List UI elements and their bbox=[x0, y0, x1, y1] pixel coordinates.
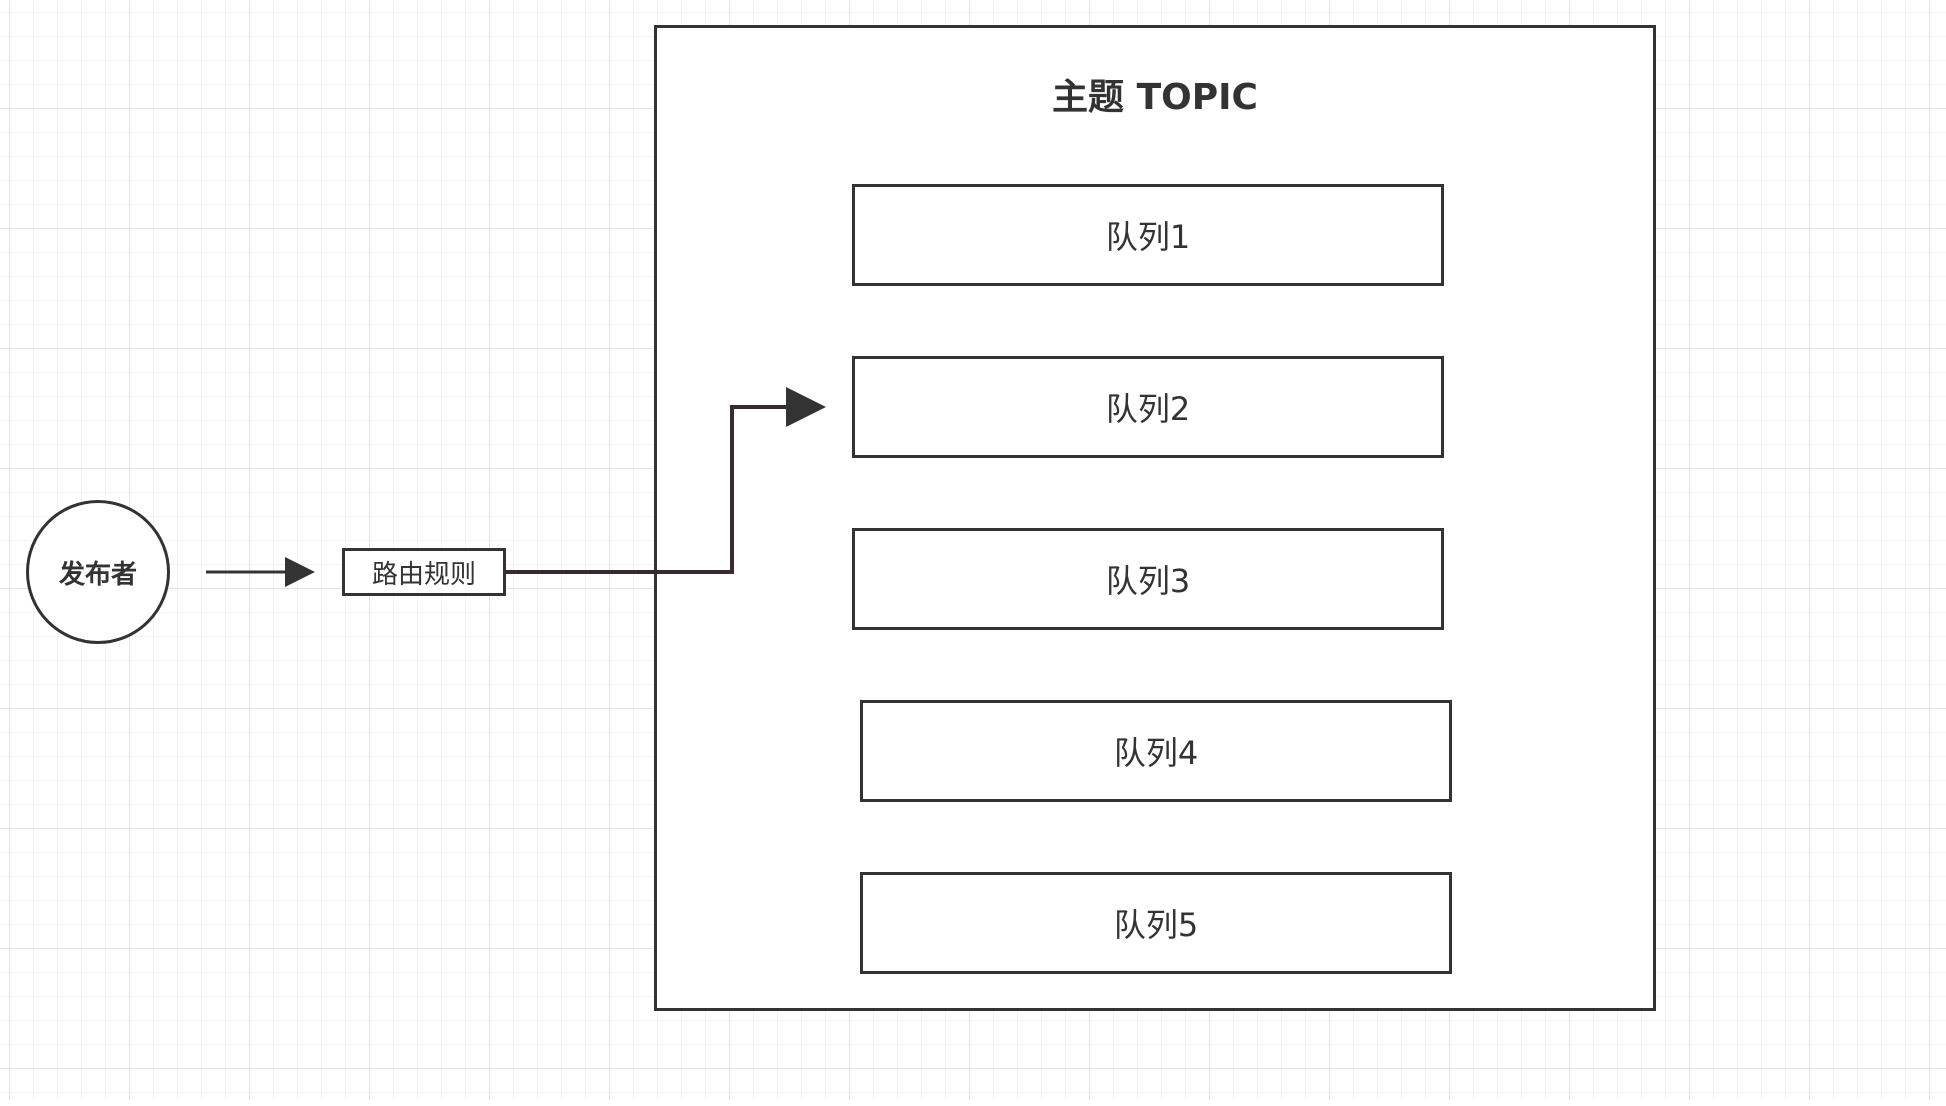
canvas-bottom-edge bbox=[0, 1100, 1946, 1106]
queue-5-label: 队列5 bbox=[1113, 906, 1199, 944]
queue-5-box[interactable]: 队列5 bbox=[860, 872, 1452, 974]
routing-rule-box[interactable]: 路由规则 bbox=[342, 548, 506, 596]
queue-3-box[interactable]: 队列3 bbox=[852, 528, 1444, 630]
queue-1-box[interactable]: 队列1 bbox=[852, 184, 1444, 286]
queue-4-label: 队列4 bbox=[1113, 734, 1199, 772]
publisher-label: 发布者 bbox=[58, 559, 137, 590]
topic-title: 主题 TOPIC bbox=[1052, 77, 1258, 118]
queue-3-label: 队列3 bbox=[1105, 562, 1191, 600]
queue-2-box[interactable]: 队列2 bbox=[852, 356, 1444, 458]
queue-4-box[interactable]: 队列4 bbox=[860, 700, 1452, 802]
routing-rule-label: 路由规则 bbox=[371, 559, 476, 590]
queue-2-label: 队列2 bbox=[1105, 390, 1191, 428]
topic-container[interactable] bbox=[654, 25, 1656, 1011]
queue-1-label: 队列1 bbox=[1105, 218, 1191, 256]
publisher-node[interactable]: 发布者 bbox=[26, 500, 170, 644]
